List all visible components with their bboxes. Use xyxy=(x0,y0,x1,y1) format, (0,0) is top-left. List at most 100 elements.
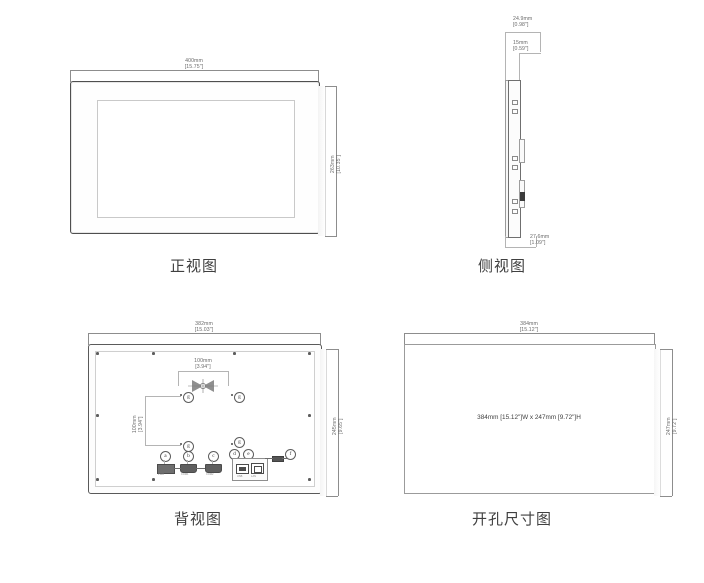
front-width-mm: 400mm xyxy=(185,58,203,64)
connector-db9-2 xyxy=(205,464,222,473)
callout-bubble-c: c xyxy=(208,451,219,462)
front-bezel xyxy=(70,81,320,234)
back-height-inch: [9.65"] xyxy=(338,418,344,434)
back-screw xyxy=(96,414,99,417)
front-width-dim-line xyxy=(70,70,318,71)
io-port-panel: USB LAN xyxy=(232,458,268,481)
connector-db9-1 xyxy=(180,464,197,473)
callout-bubble-g: g xyxy=(183,392,194,403)
front-height-ext-top xyxy=(325,86,337,87)
front-view-caption: 正视图 xyxy=(170,257,219,275)
front-height-ext-bottom xyxy=(325,236,337,237)
vesa-hole-tr xyxy=(231,394,234,397)
cutout-width-ext-right xyxy=(654,333,655,349)
side-depth-top-dim-line xyxy=(505,32,541,33)
vesa-h-label: 100mm [3.94"] xyxy=(173,358,233,370)
back-height-ext-bottom xyxy=(326,496,338,497)
callout-bubble-g: g xyxy=(234,392,245,403)
side-bracket-upper xyxy=(519,139,525,163)
side-depth-top-ext-left xyxy=(505,32,506,80)
connector-dc-jack xyxy=(272,456,284,462)
cutout-height-label: 247mm [9.72"] xyxy=(666,396,678,456)
side-depth-top-mm: 24.9mm xyxy=(513,16,533,22)
cutout-side-shadow xyxy=(654,349,661,496)
cutout-width-mm: 384mm xyxy=(520,321,538,327)
leader-c xyxy=(212,460,213,465)
cutout-height-inch: [9.72"] xyxy=(672,418,678,434)
connector-rj45 xyxy=(251,463,264,474)
side-depth-bottom-inch: [1.09"] xyxy=(530,240,546,247)
side-depth-bottom-ext-left xyxy=(505,236,506,247)
connector-link-4 xyxy=(282,458,287,459)
side-depth-top-label: 24.9mm [0.98"] xyxy=(513,16,569,28)
back-screw xyxy=(308,414,311,417)
connector-link-1 xyxy=(173,468,181,469)
front-width-ext-left xyxy=(70,70,71,82)
side-depth-bottom-label: 27.6mm [1.09"] xyxy=(530,234,586,246)
front-width-label: 400mm [15.75"] xyxy=(164,58,224,70)
back-side-shadow xyxy=(320,349,327,496)
connector-usb xyxy=(236,464,249,474)
callout-bubble-b: b xyxy=(183,451,194,462)
cutout-width-label: 384mm [15.12"] xyxy=(499,321,559,333)
side-depth-mid-dim-line xyxy=(519,53,541,54)
back-screw xyxy=(152,352,155,355)
callout-bubble-a: a xyxy=(160,451,171,462)
back-screw xyxy=(233,352,236,355)
back-screw xyxy=(96,478,99,481)
side-feature-5 xyxy=(512,199,518,204)
front-height-label: 263mm [10.35"] xyxy=(330,134,342,194)
side-feature-4 xyxy=(512,165,518,170)
back-screw xyxy=(308,352,311,355)
side-depth-mid-inch: [0.59"] xyxy=(513,46,529,53)
cutout-height-dim-line xyxy=(672,349,673,496)
back-width-label: 382mm [15.03"] xyxy=(174,321,234,333)
side-depth-mid-mm: 15mm xyxy=(513,40,528,46)
vesa-mount-icon xyxy=(188,379,218,393)
vesa-h-ext-left xyxy=(178,371,179,386)
vesa-hole-bl xyxy=(180,443,183,446)
side-feature-2 xyxy=(512,109,518,114)
side-feature-6 xyxy=(512,209,518,214)
back-width-ext-right xyxy=(320,333,321,349)
vesa-h-dim-line xyxy=(178,371,228,372)
side-depth-bottom-mm: 27.6mm xyxy=(530,234,550,240)
front-screen-area xyxy=(97,100,295,218)
cutout-rectangle xyxy=(404,344,656,494)
connector-terminal-block xyxy=(157,464,175,474)
cutout-view-caption: 开孔尺寸图 xyxy=(472,510,553,528)
back-width-mm: 382mm xyxy=(195,321,213,327)
back-view-caption: 背视图 xyxy=(174,510,223,528)
leader-b xyxy=(187,460,188,465)
cutout-height-ext-bottom xyxy=(660,496,672,497)
back-screw xyxy=(96,352,99,355)
back-width-inch: [15.03"] xyxy=(194,327,214,334)
front-height-inch: [10.35"] xyxy=(336,154,342,174)
callout-bubble-f: f xyxy=(285,449,296,460)
leader-a xyxy=(164,460,165,465)
vesa-h-mm: 100mm xyxy=(194,358,212,364)
front-height-dim-line xyxy=(336,86,337,236)
side-feature-3 xyxy=(512,156,518,161)
vesa-v-ext-top xyxy=(145,396,181,397)
vesa-v-inch: [3.94"] xyxy=(138,416,144,432)
back-screw xyxy=(152,478,155,481)
back-width-ext-left xyxy=(88,333,89,345)
front-width-ext-right xyxy=(318,70,319,86)
side-depth-bottom-ext-right xyxy=(536,236,537,247)
vesa-hole-br xyxy=(231,443,234,446)
side-feature-1 xyxy=(512,100,518,105)
side-depth-mid-ext-left xyxy=(519,53,520,80)
cutout-center-label: 384mm [15.12"]W x 247mm [9.72"]H xyxy=(477,414,581,421)
vesa-v-dim-line xyxy=(145,396,146,445)
side-port xyxy=(520,192,525,201)
connector-link-3 xyxy=(265,458,273,459)
front-width-inch: [15.75"] xyxy=(184,64,204,71)
vesa-h-ext-right xyxy=(228,371,229,386)
vesa-v-label: 100mm [3.94"] xyxy=(132,394,144,454)
connector-link-2 xyxy=(196,468,205,469)
front-side-shadow xyxy=(318,86,326,236)
side-depth-top-ext-right xyxy=(540,32,541,52)
back-screw xyxy=(308,478,311,481)
cutout-width-ext-left xyxy=(404,333,405,345)
